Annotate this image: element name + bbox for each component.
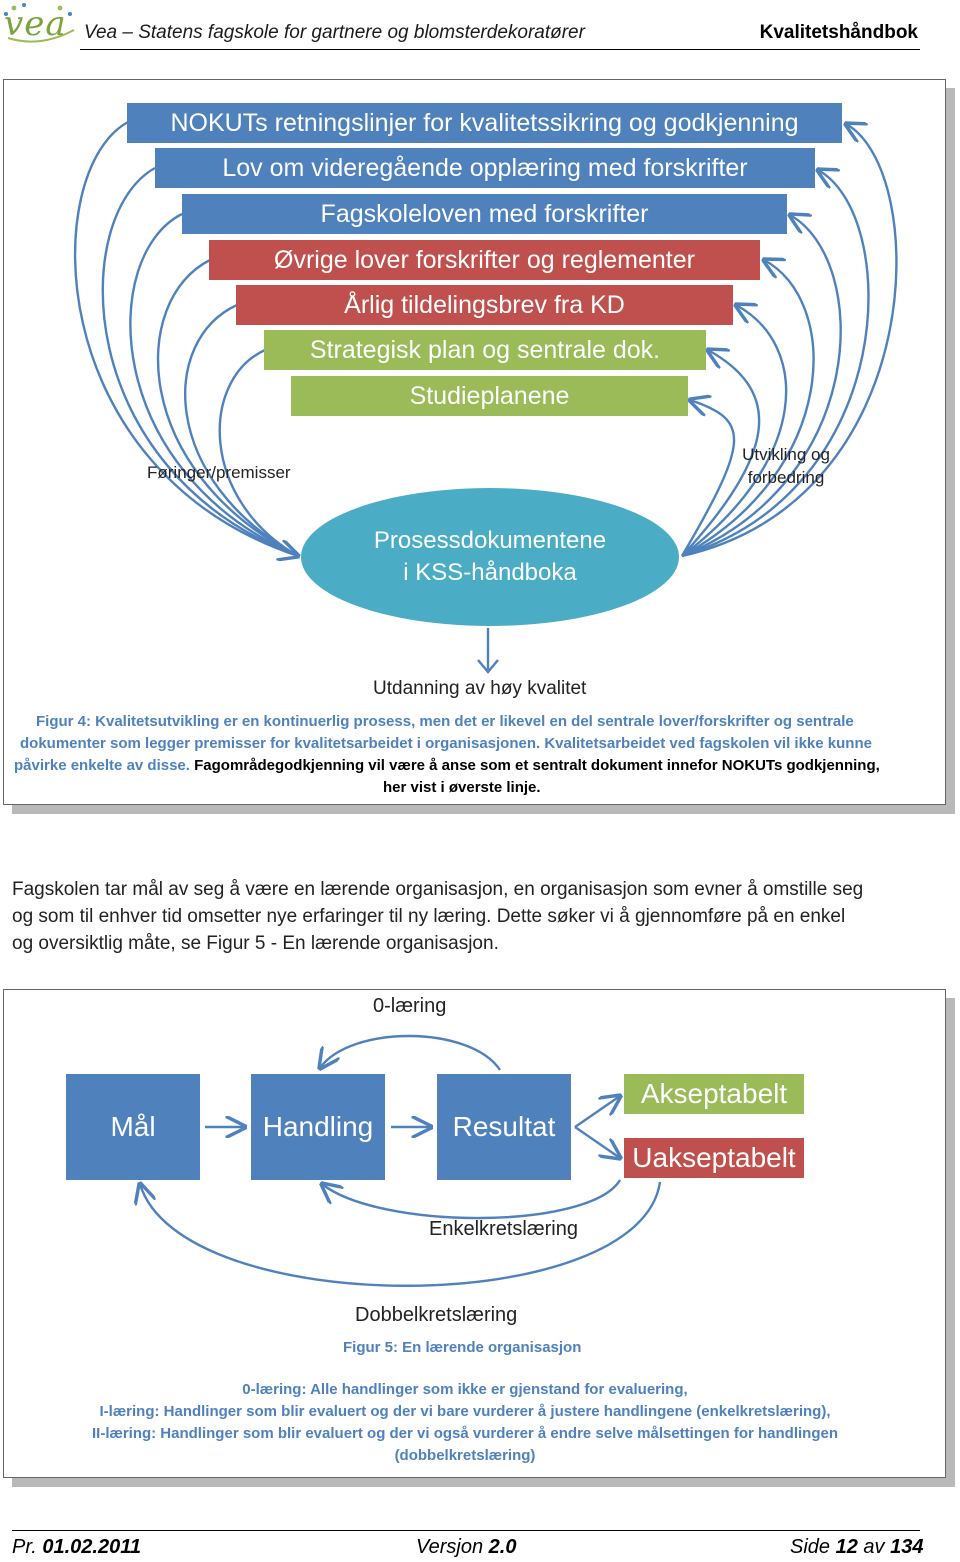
vea-logo-text: vea xyxy=(4,4,67,44)
header-rule xyxy=(80,49,920,50)
header-right: Kvalitetshåndbok xyxy=(759,22,918,43)
label-foringer: Føringer/premisser xyxy=(147,463,291,482)
fig4-caption-line-3-black: Fagområdegodkjenning vil være å anse som… xyxy=(194,757,880,774)
fig5-legend-2: I-læring: Handlinger som blir evaluert o… xyxy=(99,1403,831,1420)
fig5-legend-3: II-læring: Handlinger som blir evaluert … xyxy=(91,1425,838,1442)
ellipse-line-2: i KSS-håndboka xyxy=(403,559,577,586)
footer-page: Side 12 av 134 xyxy=(790,1536,923,1559)
figure-5-box xyxy=(3,989,946,1478)
fig5-caption-title: Figur 5: En lærende organisasjon xyxy=(343,1339,582,1356)
fig4-caption-line-3: påvirke enkelte av disse. Fagområdegodkj… xyxy=(14,755,880,777)
label-utvikling-1: Utvikling og xyxy=(742,445,830,464)
footer-page-mid: av xyxy=(857,1536,891,1558)
footer-version-prefix: Versjon xyxy=(416,1536,489,1558)
page-header: vea Vea – Statens fagskole for gartnere … xyxy=(0,0,960,52)
footer-rule xyxy=(12,1530,920,1531)
figure-4-arrows xyxy=(73,120,898,674)
footer-page-number: 12 xyxy=(835,1536,858,1558)
footer-date: Pr. 01.02.2011 xyxy=(12,1536,141,1559)
ellipse-line-1: Prosessdokumentene xyxy=(373,527,607,555)
fig5-legend-1: 0-læring: Alle handlinger som ikke er gj… xyxy=(242,1381,688,1398)
footer-page-total: 134 xyxy=(890,1536,924,1558)
footer-date-value: 01.02.2011 xyxy=(42,1536,141,1558)
label-utvikling-2: forbedring xyxy=(747,468,825,487)
label-enkelkretslaering: Enkelkretslæring xyxy=(429,1218,578,1240)
body-paragraph: Fagskolen tar mål av seg å være en læren… xyxy=(12,876,932,957)
label-outcome: Utdanning av høy kvalitet xyxy=(373,678,587,699)
paragraph-line-3: og oversiktlig måte, se Figur 5 - En lær… xyxy=(12,933,499,954)
fig4-caption-line-2: dokumenter som legger premisser for kval… xyxy=(20,735,872,752)
bar-tildelingsbrev: Årlig tildelingsbrev fra KD xyxy=(236,285,733,325)
ellipse-prosessdokumentene: Prosessdokumentene i KSS-håndboka xyxy=(301,488,679,626)
footer-version: Versjon 2.0 xyxy=(416,1536,516,1559)
bar-ovrige-lover: Øvrige lover forskrifter og reglementer xyxy=(209,240,760,280)
paragraph-line-1: Fagskolen tar mål av seg å være en læren… xyxy=(12,879,864,900)
box-mal: Mål xyxy=(66,1074,200,1180)
fig4-caption-line-1: Figur 4: Kvalitetsutvikling er en kontin… xyxy=(36,713,854,730)
fig5-legend-4: (dobbelkretslæring) xyxy=(394,1447,536,1464)
box-resultat: Resultat xyxy=(437,1074,571,1180)
bar-fagskoleloven: Fagskoleloven med forskrifter xyxy=(182,194,787,234)
paragraph-line-2: og som til enhver tid omsetter nye erfar… xyxy=(12,906,846,927)
bar-nokut: NOKUTs retningslinjer for kvalitetssikri… xyxy=(127,103,842,143)
header-title: Vea – Statens fagskole for gartnere og b… xyxy=(84,22,585,43)
vea-logo-icon xyxy=(4,3,75,43)
figure-5-arrows xyxy=(0,1034,662,1287)
footer-version-value: 2.0 xyxy=(488,1536,517,1558)
result-uakseptabelt: Uakseptabelt xyxy=(624,1138,804,1178)
footer-page-prefix: Side xyxy=(790,1536,836,1558)
footer-date-prefix: Pr. xyxy=(12,1536,43,1558)
result-akseptabelt: Akseptabelt xyxy=(624,1074,804,1114)
label-0-laering: 0-læring xyxy=(373,995,447,1017)
label-dobbelkretslaering: Dobbelkretslæring xyxy=(355,1304,518,1326)
fig4-caption-line-4: her vist i øverste linje. xyxy=(383,779,541,796)
bar-studieplanene: Studieplanene xyxy=(291,376,688,416)
bar-opplaeringsloven: Lov om videregående opplæring med forskr… xyxy=(155,148,815,188)
bar-strategisk-plan: Strategisk plan og sentrale dok. xyxy=(264,330,706,370)
box-handling: Handling xyxy=(251,1074,385,1180)
fig4-caption-line-3-blue: påvirke enkelte av disse. xyxy=(14,757,190,774)
